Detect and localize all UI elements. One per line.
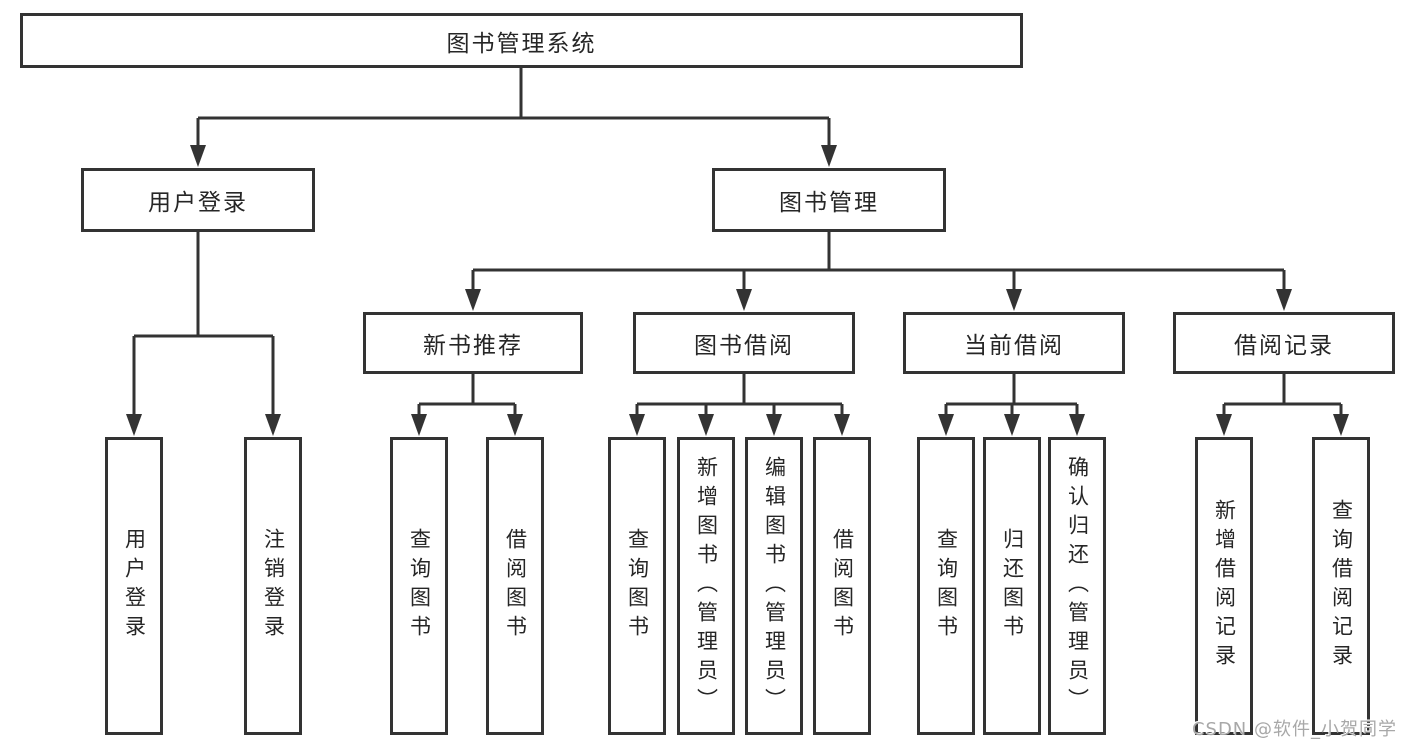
leaf-query-books-recommend-label: 查询图书 xyxy=(407,528,432,644)
leaf-borrow-books-label: 借阅图书 xyxy=(830,528,855,644)
leaf-add-books-admin: 新增图书（管理员） xyxy=(677,437,735,735)
watermark: CSDN @软件_小贺同学 xyxy=(1191,719,1397,740)
node-book-management: 图书管理 xyxy=(712,168,946,232)
leaf-query-books-current: 查询图书 xyxy=(917,437,975,735)
leaf-borrow-books-recommend: 借阅图书 xyxy=(486,437,544,735)
leaf-add-books-admin-label: 新增图书（管理员） xyxy=(694,455,719,717)
leaf-add-borrow-record: 新增借阅记录 xyxy=(1195,437,1253,735)
node-user-login-label: 用户登录 xyxy=(148,190,248,216)
node-book-management-label: 图书管理 xyxy=(779,190,879,216)
node-book-borrow: 图书借阅 xyxy=(633,312,855,374)
leaf-user-login: 用户登录 xyxy=(105,437,163,735)
leaf-add-borrow-record-label: 新增借阅记录 xyxy=(1212,499,1237,673)
node-book-borrow-label: 图书借阅 xyxy=(694,333,794,359)
leaf-query-books-borrow: 查询图书 xyxy=(608,437,666,735)
arrowhead-icons xyxy=(126,145,1349,436)
connector-path xyxy=(132,68,1343,418)
leaf-return-books-label: 归还图书 xyxy=(1000,528,1025,644)
leaf-query-books-borrow-label: 查询图书 xyxy=(625,528,650,644)
leaf-logout-label: 注销登录 xyxy=(261,528,286,644)
leaf-query-borrow-record: 查询借阅记录 xyxy=(1312,437,1370,735)
node-borrow-records-label: 借阅记录 xyxy=(1234,333,1334,359)
node-borrow-records: 借阅记录 xyxy=(1173,312,1395,374)
leaf-edit-books-admin-label: 编辑图书（管理员） xyxy=(762,455,787,717)
leaf-query-borrow-record-label: 查询借阅记录 xyxy=(1329,499,1354,673)
leaf-edit-books-admin: 编辑图书（管理员） xyxy=(745,437,803,735)
node-new-book-recommend: 新书推荐 xyxy=(363,312,583,374)
leaf-borrow-books: 借阅图书 xyxy=(813,437,871,735)
leaf-borrow-books-recommend-label: 借阅图书 xyxy=(503,528,528,644)
node-root-label: 图书管理系统 xyxy=(446,30,597,57)
leaf-return-books: 归还图书 xyxy=(983,437,1041,735)
leaf-query-books-current-label: 查询图书 xyxy=(934,528,959,644)
leaf-confirm-return-admin-label: 确认归还（管理员） xyxy=(1065,455,1090,717)
node-current-borrow-label: 当前借阅 xyxy=(964,333,1064,359)
node-root: 图书管理系统 xyxy=(20,13,1023,68)
node-user-login: 用户登录 xyxy=(81,168,315,232)
node-new-book-recommend-label: 新书推荐 xyxy=(423,333,523,359)
leaf-user-login-label: 用户登录 xyxy=(122,528,147,644)
leaf-logout: 注销登录 xyxy=(244,437,302,735)
leaf-confirm-return-admin: 确认归还（管理员） xyxy=(1048,437,1106,735)
leaf-query-books-recommend: 查询图书 xyxy=(390,437,448,735)
node-current-borrow: 当前借阅 xyxy=(903,312,1125,374)
